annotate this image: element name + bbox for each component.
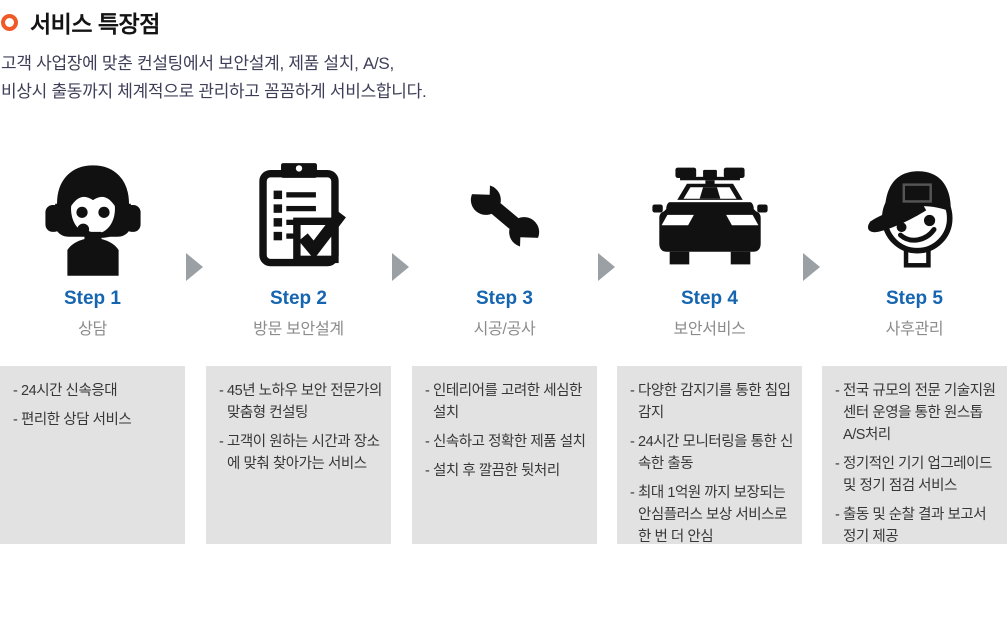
service-point: 인테리어를 고려한 세심한 설치 (425, 380, 588, 424)
service-point: 24시간 모니터링을 통한 신속한 출동 (630, 431, 793, 475)
step-4-name: 보안서비스 (673, 321, 746, 338)
step-4-detail-box: 다양한 감지기를 통한 침입 감지 24시간 모니터링을 통한 신속한 출동 최… (617, 366, 802, 545)
step-5-points: 전국 규모의 전문 기술지원 센터 운영을 통한 원스톱 A/S처리 정기적인 … (835, 380, 998, 548)
step-3-label: Step 3 (475, 288, 534, 309)
arrow-right-icon (186, 253, 203, 281)
step-1-detail-box: 24시간 신속응대 편리한 상담 서비스 (0, 366, 185, 544)
step-column-2: Step 2 방문 보안설계 45년 노하우 보안 전문가의 맞춤형 컨설팅 고… (206, 150, 391, 544)
service-point: 설치 후 깔끔한 뒷처리 (425, 460, 588, 482)
step-2-label: Step 2 (269, 288, 328, 309)
step-4-label: Step 4 (680, 288, 739, 309)
step-5-detail-box: 전국 규모의 전문 기술지원 센터 운영을 통한 원스톱 A/S처리 정기적인 … (822, 366, 1007, 545)
step-3-points: 인테리어를 고려한 세심한 설치 신속하고 정확한 제품 설치 설치 후 깔끔한… (425, 380, 588, 482)
subtitle-line-2: 비상시 출동까지 체계적으로 관리하고 꼼꼼하게 서비스합니다. (1, 82, 427, 101)
service-point: 신속하고 정확한 제품 설치 (425, 431, 588, 453)
service-point: 다양한 감지기를 통한 침입 감지 (630, 380, 793, 424)
service-point: 전국 규모의 전문 기술지원 센터 운영을 통한 원스톱 A/S처리 (835, 380, 998, 446)
police-car-icon (617, 150, 802, 282)
step-3-name: 시공/공사 (473, 321, 536, 338)
step-3-detail-box: 인테리어를 고려한 세심한 설치 신속하고 정확한 제품 설치 설치 후 깔끔한… (412, 366, 597, 544)
arrow-right-icon (392, 253, 409, 281)
page-title-row: 서비스 특장점 (1, 5, 160, 39)
clipboard-check-icon (206, 150, 391, 282)
step-2-points: 45년 노하우 보안 전문가의 맞춤형 컨설팅 고객이 원하는 시간과 장소에 … (219, 380, 382, 475)
subtitle-line-1: 고객 사업장에 맞춘 컨설팅에서 보안설계, 제품 설치, A/S, (1, 54, 394, 73)
page-subtitle: 고객 사업장에 맞춘 컨설팅에서 보안설계, 제품 설치, A/S, 비상시 출… (1, 50, 427, 106)
step-4-points: 다양한 감지기를 통한 침입 감지 24시간 모니터링을 통한 신속한 출동 최… (630, 380, 793, 548)
arrow-right-icon (598, 253, 615, 281)
step-5-name: 사후관리 (885, 321, 944, 338)
step-1-points: 24시간 신속응대 편리한 상담 서비스 (13, 380, 176, 431)
page-title: 서비스 특장점 (30, 11, 160, 37)
service-point: 최대 1억원 까지 보장되는 안심플러스 보상 서비스로 한 번 더 안심 (630, 482, 793, 548)
service-point: 편리한 상담 서비스 (13, 409, 176, 431)
service-engineer-icon (822, 150, 1007, 282)
service-point: 고객이 원하는 시간과 장소에 맞춰 찾아가는 서비스 (219, 431, 382, 475)
step-column-1: Step 1 상담 24시간 신속응대 편리한 상담 서비스 (0, 150, 185, 544)
service-point: 24시간 신속응대 (13, 380, 176, 402)
step-5-label: Step 5 (885, 288, 944, 309)
step-2-name: 방문 보안설계 (253, 321, 344, 338)
arrow-right-icon (803, 253, 820, 281)
wrench-icon (412, 150, 597, 282)
service-point: 정기적인 기기 업그레이드 및 정기 점검 서비스 (835, 453, 998, 497)
step-column-3: Step 3 시공/공사 인테리어를 고려한 세심한 설치 신속하고 정확한 제… (412, 150, 597, 544)
service-point: 45년 노하우 보안 전문가의 맞춤형 컨설팅 (219, 380, 382, 424)
step-2-detail-box: 45년 노하우 보안 전문가의 맞춤형 컨설팅 고객이 원하는 시간과 장소에 … (206, 366, 391, 544)
step-column-4: Step 4 보안서비스 다양한 감지기를 통한 침입 감지 24시간 모니터링… (617, 150, 802, 545)
headset-operator-icon (0, 150, 185, 282)
service-point: 출동 및 순찰 결과 보고서 정기 제공 (835, 504, 998, 548)
step-1-name: 상담 (78, 321, 107, 338)
bullet-ring-icon (1, 13, 18, 31)
step-1-label: Step 1 (63, 288, 122, 309)
step-column-5: Step 5 사후관리 전국 규모의 전문 기술지원 센터 운영을 통한 원스톱… (822, 150, 1007, 545)
